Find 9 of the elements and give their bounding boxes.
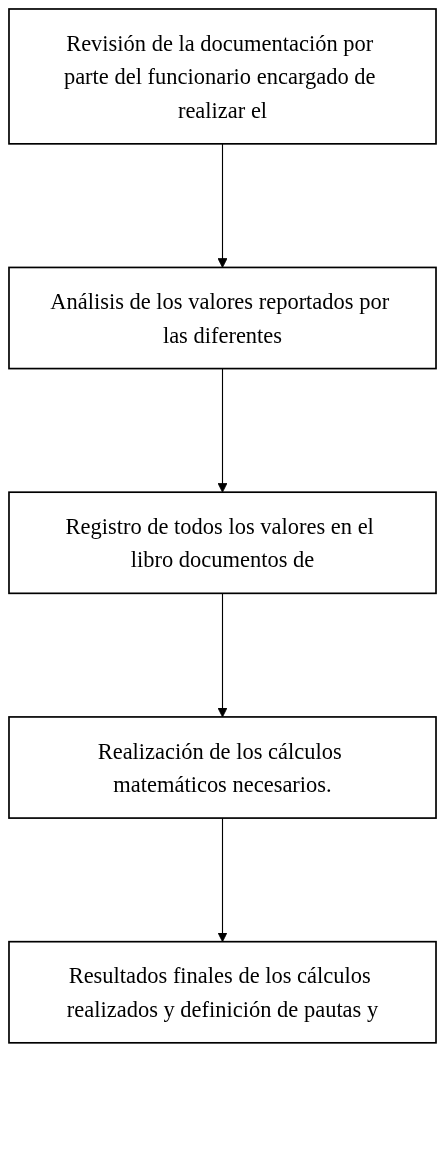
arrow [217, 592, 228, 718]
node-box: Registro de todos los valores en el libro documentos de [8, 491, 437, 595]
node-box: Análisis de los valores reportados por las diferentes [8, 266, 437, 370]
node-box: Revisión de la documentación por parte del funcionario encargado de realizar el [8, 8, 437, 145]
arrow [217, 817, 228, 943]
node-box: Realización de los cálculos matemáticos necesarios. [8, 716, 437, 819]
arrow [217, 368, 228, 493]
arrow [217, 143, 228, 268]
node-box: Resultados finales de los cálculos realizados y definición de pautas y [8, 940, 437, 1044]
